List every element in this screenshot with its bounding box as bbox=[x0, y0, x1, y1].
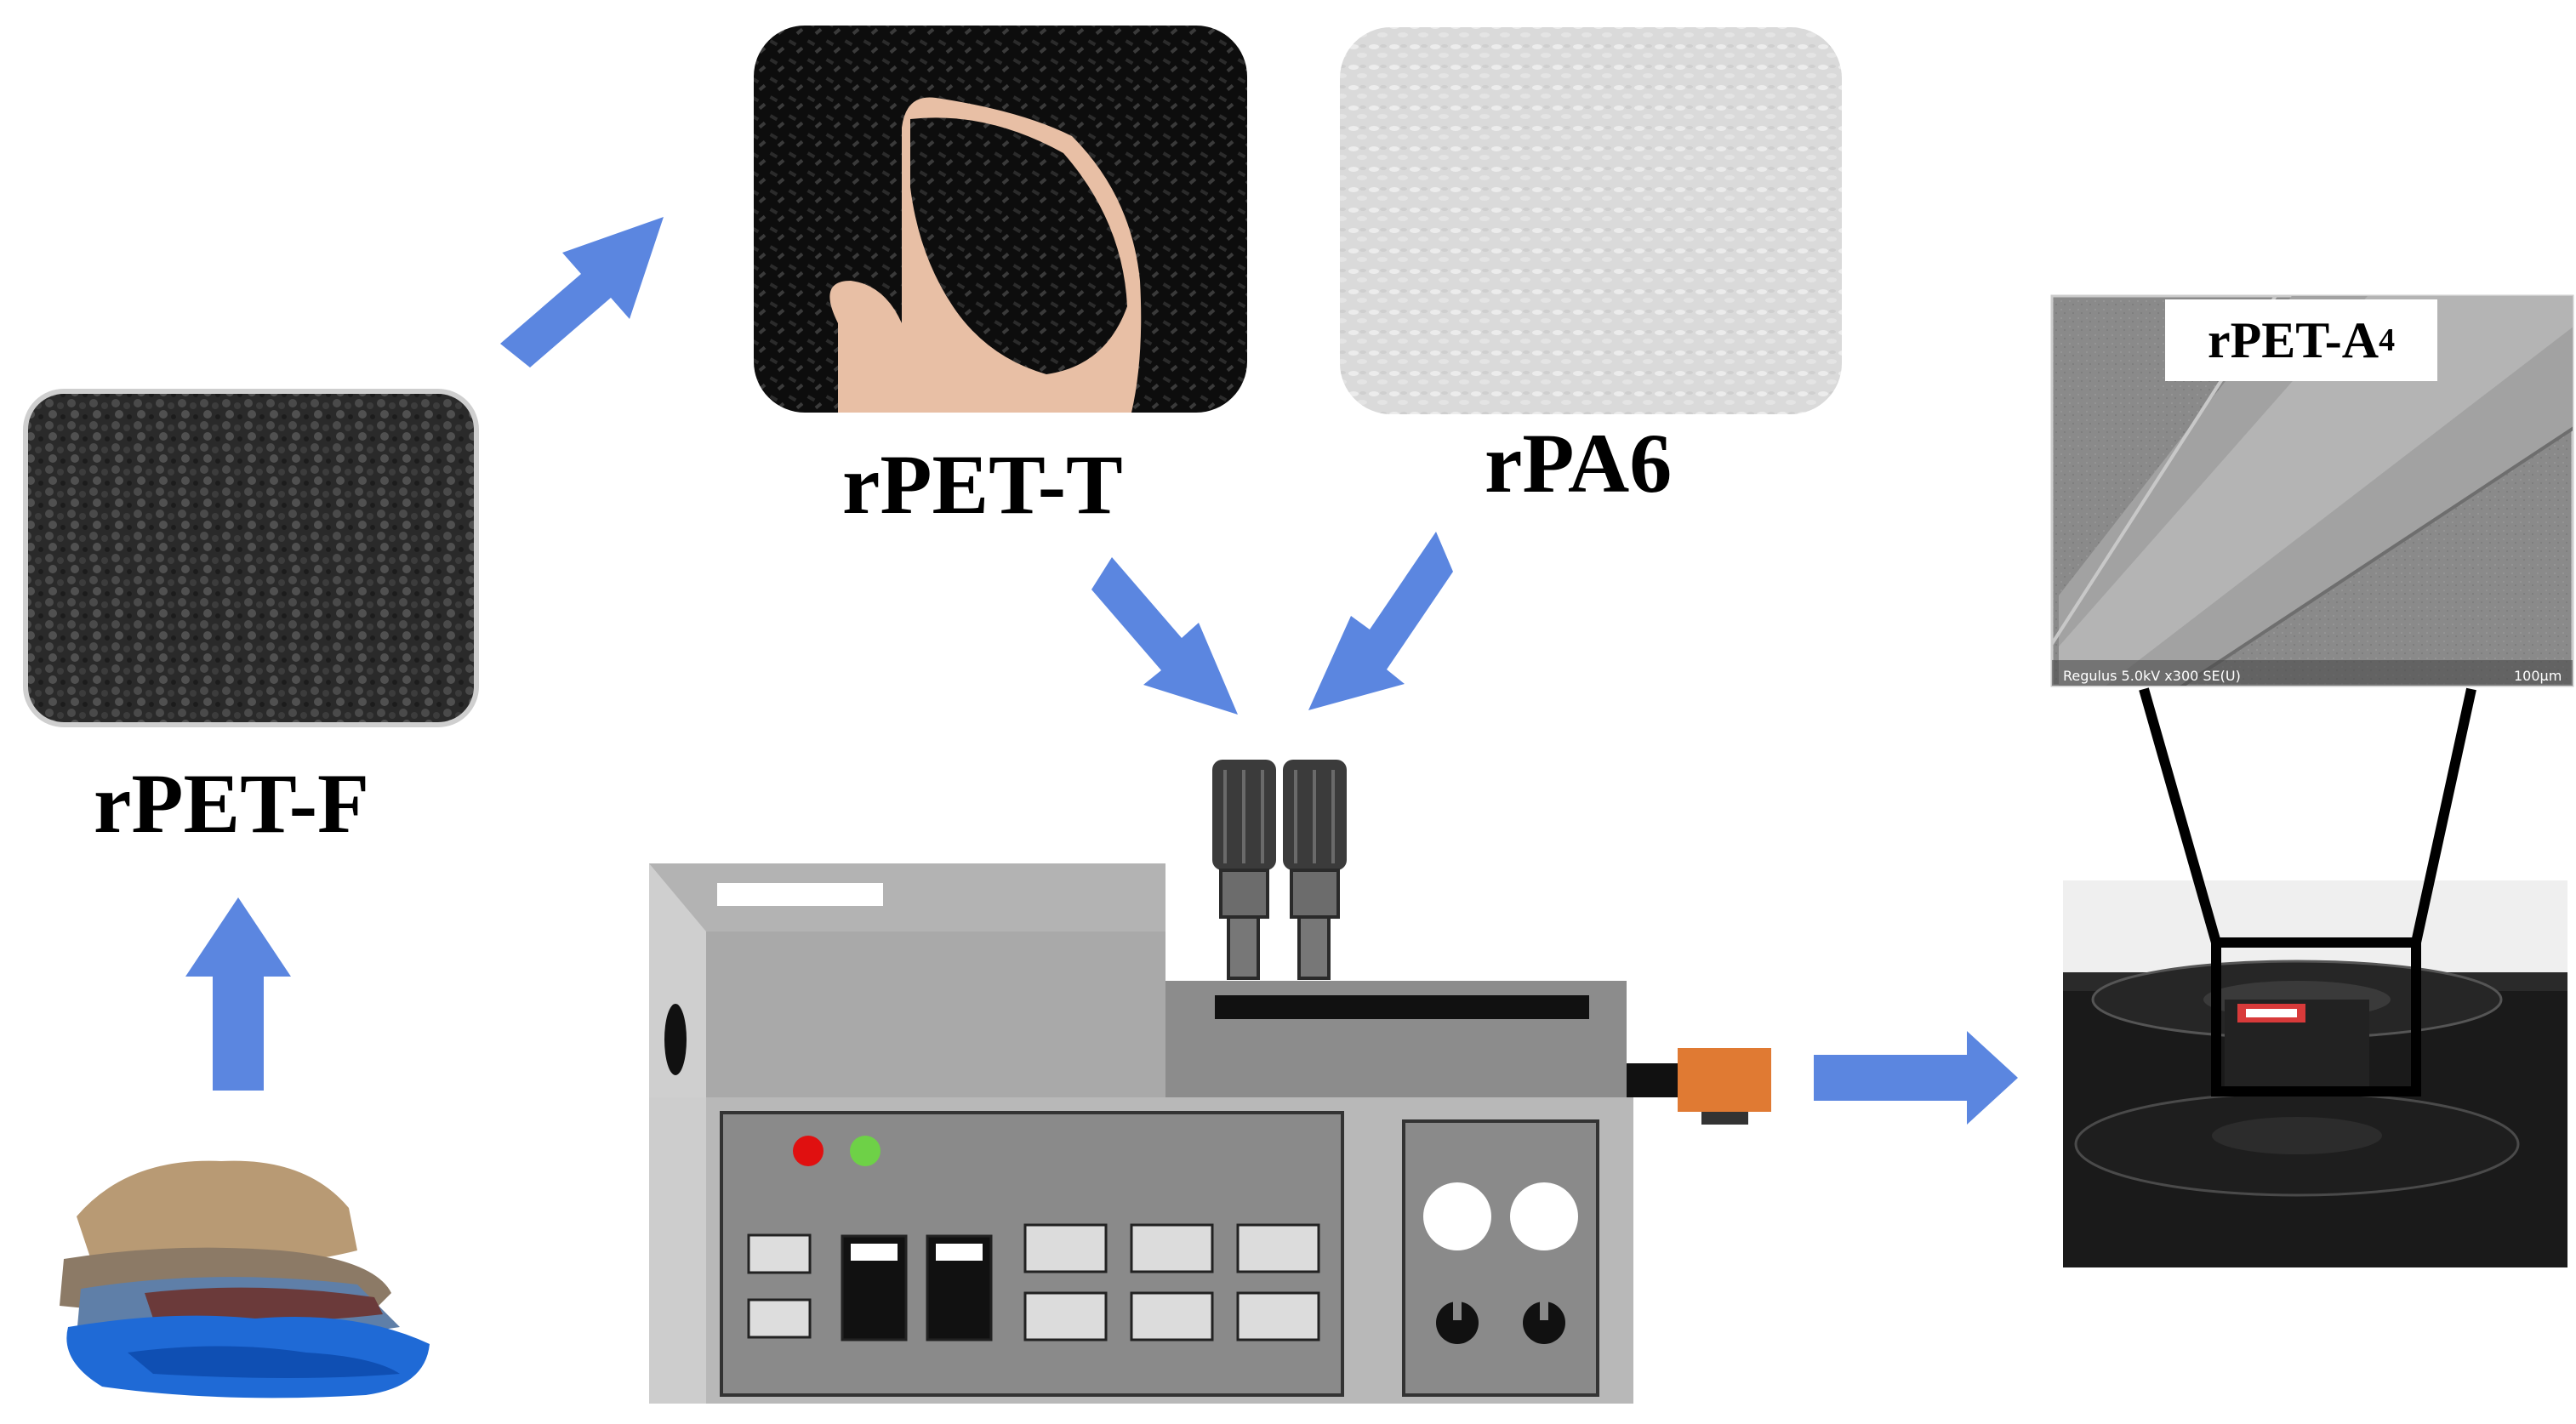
sem-info-text: Regulus 5.0kV x300 SE(U) bbox=[2063, 668, 2241, 684]
panel-key bbox=[747, 1233, 812, 1274]
panel-key bbox=[1236, 1291, 1320, 1341]
zoom-connector bbox=[2139, 687, 2476, 1096]
panel-key bbox=[1023, 1223, 1108, 1273]
feeder-left bbox=[1212, 760, 1276, 980]
indicator-green bbox=[850, 1136, 881, 1166]
gauge-right bbox=[1510, 1182, 1578, 1250]
flow-arrows bbox=[185, 217, 2018, 1125]
dial-panel bbox=[1402, 1119, 1599, 1397]
rpet-f-photo bbox=[23, 389, 479, 727]
sem-scale-text: 100μm bbox=[2514, 668, 2562, 684]
sem-image: Regulus 5.0kV x300 SE(U) 100μm bbox=[2050, 294, 2574, 687]
label-rpet-a-sub: 4 bbox=[2379, 322, 2396, 358]
clothes-pile-icon bbox=[60, 1160, 430, 1398]
rpa6-photo bbox=[1340, 27, 1842, 414]
arrow-down-left-icon bbox=[1308, 532, 1453, 710]
label-rpet-f: rPET-F bbox=[94, 756, 370, 851]
arrow-down-right-icon bbox=[1091, 557, 1238, 715]
die-shaft bbox=[1627, 1063, 1682, 1097]
label-rpet-t: rPET-T bbox=[842, 437, 1123, 532]
arrow-right-icon bbox=[1814, 1031, 2018, 1125]
panel-key bbox=[1023, 1291, 1108, 1341]
extruder-machine bbox=[649, 760, 1771, 1404]
feeder-right bbox=[1283, 760, 1347, 980]
arrow-up-icon bbox=[185, 897, 291, 1091]
label-rpet-a-base: rPET-A bbox=[2207, 311, 2379, 368]
extruder-nozzle bbox=[1678, 1048, 1771, 1112]
knob-right-icon bbox=[1523, 1302, 1565, 1344]
panel-key bbox=[1236, 1223, 1320, 1273]
barrel-slot bbox=[1215, 995, 1589, 1019]
label-rpa6: rPA6 bbox=[1485, 416, 1673, 510]
arrow-diagonal-icon bbox=[500, 217, 664, 367]
panel-key bbox=[1130, 1291, 1214, 1341]
knob-left-icon bbox=[1436, 1302, 1479, 1344]
rpet-t-photo bbox=[754, 26, 1247, 413]
panel-key bbox=[747, 1298, 812, 1339]
panel-key bbox=[1130, 1223, 1214, 1273]
gauge-left bbox=[1423, 1182, 1491, 1250]
indicator-red bbox=[793, 1136, 824, 1166]
machine-label-plate bbox=[717, 883, 883, 906]
side-port bbox=[664, 1004, 687, 1075]
zoom-box bbox=[2211, 937, 2421, 1096]
